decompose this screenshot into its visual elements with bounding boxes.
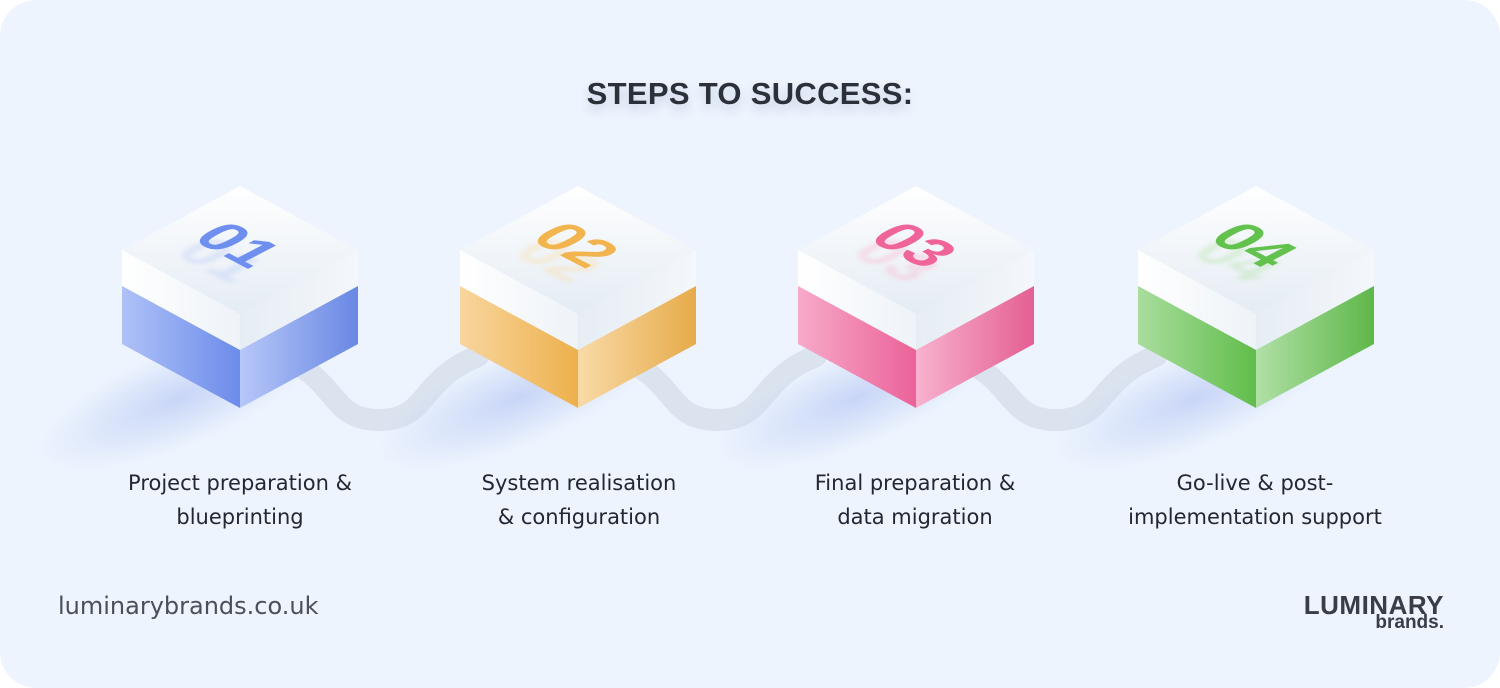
connector-segment — [607, 345, 827, 432]
step-label-1: Project preparation &blueprinting — [128, 471, 352, 529]
cube-slab-right — [578, 250, 696, 350]
cube-body-right — [1256, 286, 1374, 408]
step-label-3: Final preparation &data migration — [814, 471, 1016, 529]
cube-slab-left — [1138, 250, 1256, 350]
cube-slab-right — [1256, 250, 1374, 350]
page-title: STEPS TO SUCCESS: — [586, 76, 914, 111]
connector-segment — [269, 345, 489, 432]
cube-body-left — [460, 286, 578, 408]
cube-body-right — [240, 286, 358, 408]
website-link[interactable]: luminarybrands.co.uk — [58, 592, 319, 620]
cube-body-right — [578, 286, 696, 408]
cube-slab-left — [798, 250, 916, 350]
cube-slab-right — [240, 250, 358, 350]
step-label-2: System realisation& configuration — [481, 471, 677, 529]
cube-slab-right — [916, 250, 1034, 350]
cube-body-right — [916, 286, 1034, 408]
step-label-4: Go-live & post-implementation support — [1128, 471, 1382, 529]
cube-body-left — [798, 286, 916, 408]
brand-logo: LUMINARY brands. — [1303, 590, 1444, 633]
cube-body-left — [1138, 286, 1256, 408]
connector-path — [269, 345, 1167, 432]
connector-segment — [945, 345, 1167, 432]
cube-slab-left — [122, 250, 240, 350]
cube-slab-left — [460, 250, 578, 350]
cube-body-left — [122, 286, 240, 408]
